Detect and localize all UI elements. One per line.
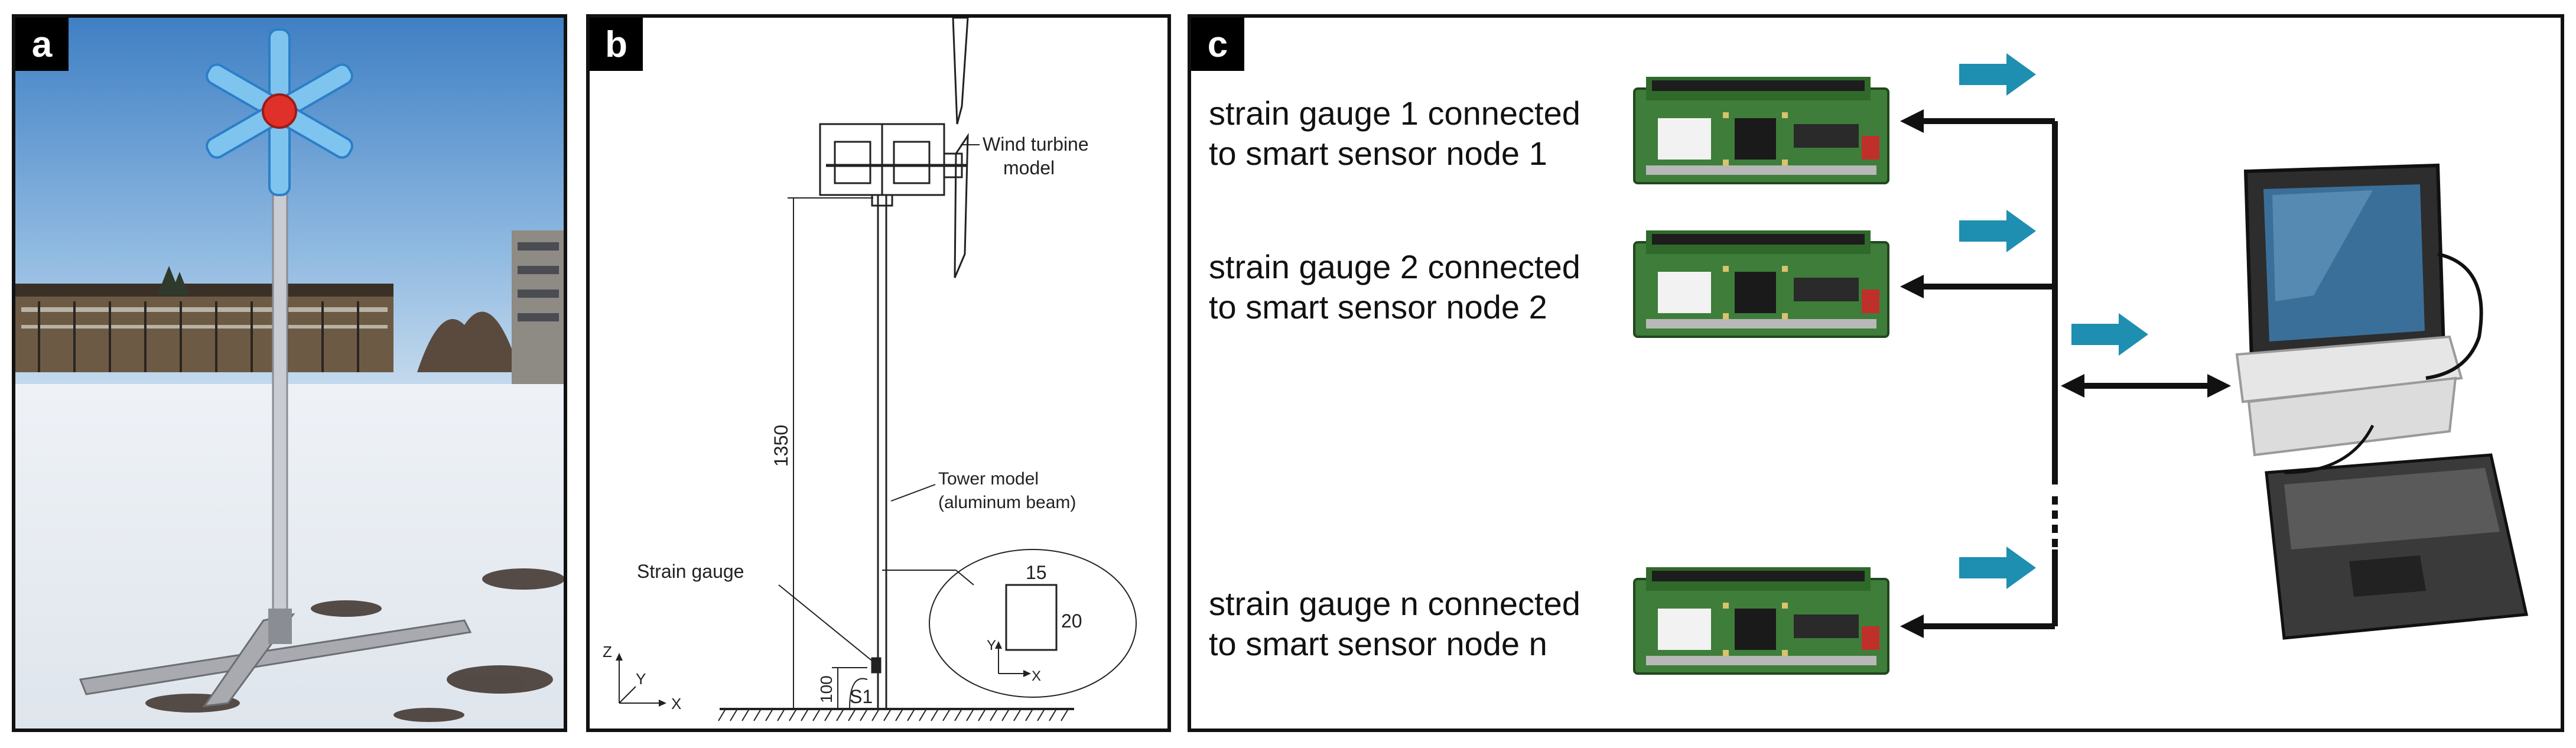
height-dimension-value: 1350: [770, 425, 792, 467]
bus-arrowhead-1: [1900, 109, 1924, 133]
panel-tag-c: c: [1191, 18, 1244, 71]
node-2-label-line1: strain gauge 2 connected: [1209, 248, 1580, 285]
tower-schematic: Wind turbine model Tower model (aluminum…: [603, 18, 1137, 721]
turbine-blade-upper: [952, 18, 969, 125]
rotor: [206, 28, 353, 196]
axis-y-label: Y: [636, 670, 646, 688]
network-diagram: [1633, 53, 2529, 675]
node-1-label-line2: to smart sensor node 1: [1209, 135, 1547, 172]
panel-c-network: c: [1188, 14, 2564, 732]
panel-b-schematic: b: [586, 14, 1171, 732]
bus-arrowhead-hub-right: [2207, 374, 2231, 398]
base-dimension-value: 100: [817, 675, 835, 703]
inset-axis-y-label: Y: [987, 638, 996, 653]
sensor-node-n-board: [1633, 566, 1889, 675]
bus-arrowhead-hub-left: [2061, 374, 2084, 398]
strain-gauge-label: Strain gauge: [637, 561, 744, 582]
rotor-hub: [262, 93, 297, 129]
inset-axis-x-label: X: [1032, 668, 1041, 684]
node-2-label-line2: to smart sensor node 2: [1209, 288, 1547, 326]
turbine-blade-lower: [954, 132, 969, 278]
sensor-node-1-board: [1633, 76, 1889, 184]
tower-model-label-2: (aluminum beam): [938, 493, 1076, 512]
bus-arrowhead-2: [1900, 275, 1924, 298]
axis-x-label: X: [671, 695, 681, 713]
panel-tag-a: a: [15, 18, 69, 71]
section-height-label: 20: [1061, 610, 1082, 632]
tower-pole: [272, 111, 288, 633]
data-flow-arrow-n: [1959, 547, 2036, 589]
data-flow-arrow-2: [1959, 210, 2036, 252]
sensor-node-2-board: [1633, 229, 1889, 338]
panel-tag-b: b: [590, 18, 643, 71]
cross-section-rect: [1005, 584, 1058, 651]
node-n-label-line2: to smart sensor node n: [1209, 625, 1547, 662]
wind-turbine-label-2: model: [1003, 157, 1055, 178]
wind-turbine-photo: [15, 18, 564, 729]
cross-section-inset: [929, 549, 1137, 698]
wind-turbine-label: Wind turbine: [983, 134, 1089, 155]
node-1-label: strain gauge 1 connected to smart sensor…: [1209, 93, 1580, 174]
sensor-id-label: S1: [850, 686, 873, 707]
node-1-label-line1: strain gauge 1 connected: [1209, 95, 1580, 132]
panel-a-photo: a: [12, 14, 567, 732]
node-2-label: strain gauge 2 connected to smart sensor…: [1209, 247, 1580, 327]
axis-z-label: Z: [603, 643, 612, 661]
data-flow-arrow-1: [1959, 53, 2036, 96]
laptop-computer: [2235, 163, 2529, 640]
node-n-label-line1: strain gauge n connected: [1209, 585, 1580, 622]
building: [15, 230, 564, 396]
strain-gauge-marker: [871, 657, 882, 674]
node-n-label: strain gauge n connected to smart sensor…: [1209, 584, 1580, 664]
bus-arrowhead-n: [1900, 614, 1924, 638]
tower-model-label: Tower model: [938, 469, 1039, 489]
laptop-touchpad: [2349, 555, 2426, 597]
section-width-label: 15: [1026, 562, 1047, 583]
data-flow-arrow-hub: [2071, 313, 2148, 356]
